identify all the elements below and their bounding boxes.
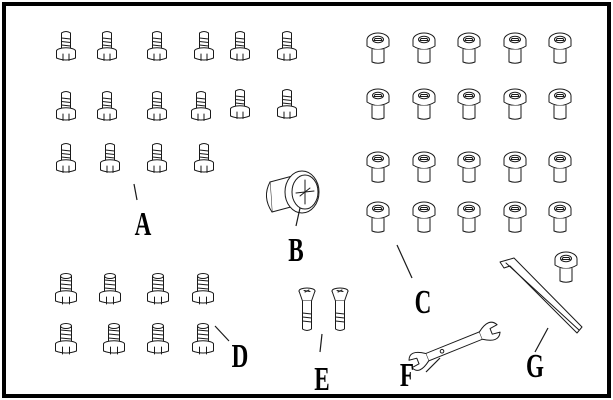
bolt-a <box>277 31 297 61</box>
screw-c <box>366 32 390 64</box>
connector-bolt-b <box>266 170 320 214</box>
screw-c <box>366 151 390 183</box>
bolt-d <box>192 273 214 305</box>
screw-c <box>366 88 390 120</box>
screw-c <box>412 201 436 233</box>
screw-c <box>457 151 481 183</box>
leader-d <box>214 325 230 342</box>
leader-c <box>396 244 413 279</box>
bolt-a <box>191 91 211 121</box>
bolt-a <box>194 143 214 173</box>
screw-c <box>366 201 390 233</box>
bolt-a <box>97 31 117 61</box>
screw-c <box>548 88 572 120</box>
bolt-a <box>56 91 76 121</box>
part-label-g: G <box>526 348 544 385</box>
bolt-a <box>147 143 167 173</box>
screw-c <box>457 88 481 120</box>
bolt-a <box>56 143 76 173</box>
part-label-b: B <box>288 232 303 269</box>
bolt-a <box>194 31 214 61</box>
screw-c <box>457 201 481 233</box>
part-label-c: C <box>415 284 432 321</box>
leader-b <box>295 207 301 227</box>
bolt-d <box>147 273 169 305</box>
part-label-a: A <box>135 206 152 243</box>
part-label-f: F <box>400 357 414 394</box>
bolt-d <box>99 273 121 305</box>
bolt-a <box>147 31 167 61</box>
bolt-d <box>55 273 77 305</box>
screw-c <box>548 201 572 233</box>
leader-a <box>133 183 138 201</box>
bolt-d <box>103 323 125 355</box>
bolt-d <box>147 323 169 355</box>
bolt-a <box>56 31 76 61</box>
screw-c <box>503 88 527 120</box>
bolt-a <box>230 89 250 119</box>
screw-c <box>503 32 527 64</box>
leader-f <box>425 357 441 373</box>
screw-e <box>298 287 316 331</box>
wrench-f <box>408 321 501 371</box>
screw-c <box>412 151 436 183</box>
screw-e <box>331 287 349 331</box>
screw-c <box>503 201 527 233</box>
bolt-d <box>192 323 214 355</box>
part-label-e: E <box>314 361 329 398</box>
screw-c <box>412 32 436 64</box>
screw-c <box>503 151 527 183</box>
bolt-a <box>230 31 250 61</box>
bolt-a <box>277 89 297 119</box>
bolt-a <box>97 91 117 121</box>
screw-c <box>554 251 578 283</box>
screw-c <box>412 88 436 120</box>
screw-c <box>457 32 481 64</box>
hex-key-g <box>499 257 583 334</box>
bolt-d <box>55 323 77 355</box>
screw-c <box>548 151 572 183</box>
part-label-d: D <box>232 338 249 375</box>
screw-c <box>548 32 572 64</box>
bolt-a <box>100 143 120 173</box>
leader-g <box>534 327 549 353</box>
leader-e <box>319 333 323 353</box>
bolt-a <box>147 91 167 121</box>
